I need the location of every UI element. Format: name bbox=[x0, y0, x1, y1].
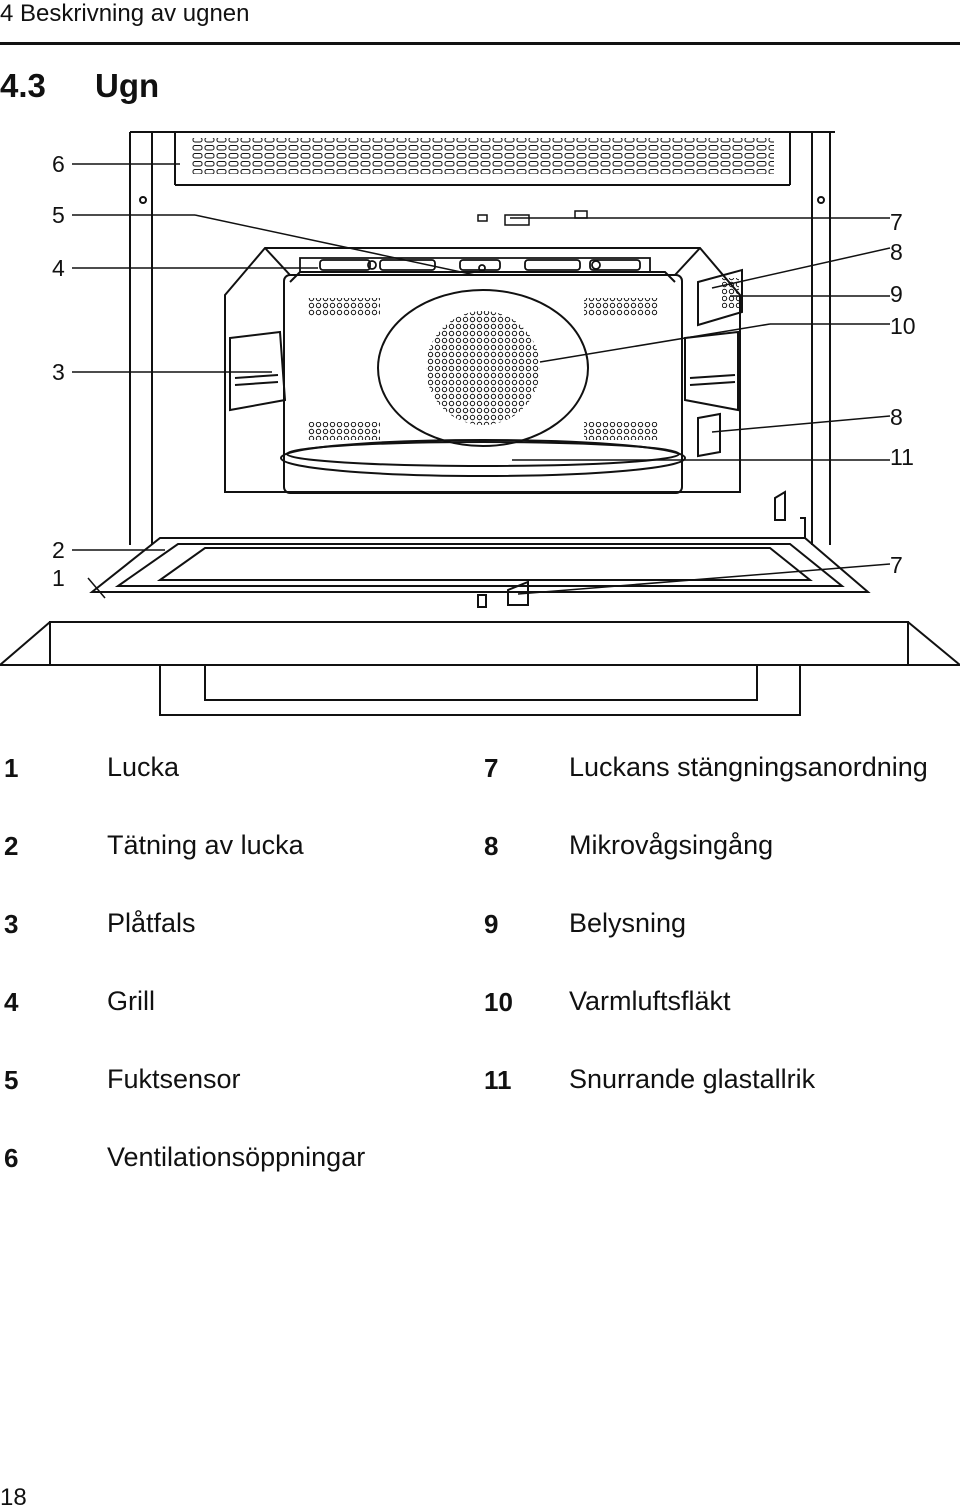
callout-8-bottom: 8 bbox=[890, 404, 903, 430]
legend-num: 3 bbox=[4, 909, 19, 939]
section-title: 4.3 Ugn bbox=[0, 66, 159, 106]
callout-11: 11 bbox=[890, 444, 914, 470]
callout-6: 6 bbox=[52, 151, 65, 177]
legend-num: 6 bbox=[4, 1143, 19, 1173]
grill-element bbox=[299, 257, 651, 273]
light-and-inlets bbox=[697, 268, 743, 458]
page-number: 18 bbox=[0, 1484, 27, 1511]
legend-num: 1 bbox=[4, 753, 19, 783]
rear-panel bbox=[308, 298, 658, 440]
legend-num: 5 bbox=[4, 1065, 19, 1095]
callout-3: 3 bbox=[52, 359, 65, 385]
callout-leaders bbox=[72, 163, 891, 599]
section-number: 4.3 bbox=[0, 67, 46, 104]
section-heading: Ugn bbox=[95, 67, 160, 104]
legend-num: 9 bbox=[484, 909, 499, 939]
callout-2: 2 bbox=[52, 537, 65, 563]
ventilation-openings bbox=[192, 138, 774, 174]
oven-door bbox=[0, 490, 960, 716]
legend-num: 8 bbox=[484, 831, 499, 861]
legend-label: Belysning bbox=[569, 908, 687, 938]
callouts-left: 6 5 4 3 2 1 bbox=[52, 151, 65, 591]
legend-num: 2 bbox=[4, 831, 19, 861]
legend-label: Plåtfals bbox=[107, 908, 196, 938]
oven-diagram: 6 5 4 3 2 1 7 8 9 10 8 11 7 bbox=[0, 131, 960, 716]
legend-num: 4 bbox=[4, 987, 19, 1017]
legend-label: Ventilationsöppningar bbox=[107, 1142, 366, 1172]
legend-label: Luckans stängningsanordning bbox=[569, 752, 928, 782]
callout-8-top: 8 bbox=[890, 239, 903, 265]
legend-label: Varmluftsfläkt bbox=[569, 986, 731, 1016]
header-rule bbox=[0, 42, 960, 45]
turntable bbox=[280, 439, 686, 477]
callouts-right: 7 8 9 10 8 11 7 bbox=[890, 209, 916, 578]
callout-9: 9 bbox=[890, 281, 903, 307]
convection-fan bbox=[377, 289, 589, 447]
callout-10: 10 bbox=[890, 313, 916, 339]
legend-label: Snurrande glastallrik bbox=[569, 1064, 816, 1094]
legend-label: Mikrovågsingång bbox=[569, 830, 774, 860]
callout-4: 4 bbox=[52, 255, 65, 281]
legend-num: 10 bbox=[484, 987, 513, 1017]
callout-5: 5 bbox=[52, 202, 65, 228]
callout-7-top: 7 bbox=[890, 209, 903, 235]
legend-label: Tätning av lucka bbox=[107, 830, 304, 860]
legend-num: 7 bbox=[484, 753, 499, 783]
side-rails bbox=[229, 330, 739, 412]
chapter-header: 4 Beskrivning av ugnen bbox=[0, 0, 250, 27]
callout-7-bottom: 7 bbox=[890, 552, 903, 578]
legend-label: Lucka bbox=[107, 752, 180, 782]
legend-label: Grill bbox=[107, 986, 155, 1016]
oven-cabinet bbox=[129, 131, 835, 545]
legend-num: 11 bbox=[484, 1065, 512, 1095]
legend-label: Fuktsensor bbox=[107, 1064, 241, 1094]
callout-1: 1 bbox=[52, 565, 65, 591]
